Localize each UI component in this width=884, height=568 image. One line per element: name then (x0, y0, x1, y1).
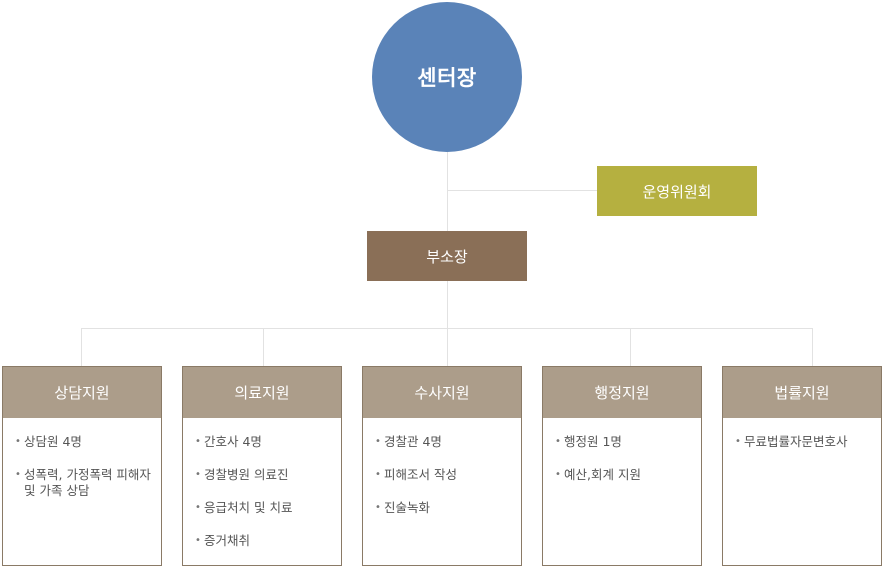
committee-node: 운영위원회 (597, 166, 757, 216)
department-item: 예산,회계 지원 (555, 467, 693, 483)
department-item: 경찰관 4명 (375, 434, 513, 450)
department-item: 피해조서 작성 (375, 467, 513, 483)
deputy-node: 부소장 (367, 231, 527, 281)
department-item: 경찰병원 의료진 (195, 467, 333, 483)
department-item: 무료법률자문변호사 (735, 434, 873, 450)
department-title: 의료지원 (183, 367, 341, 418)
department-items: 경찰관 4명 피해조서 작성 진술녹화 (363, 418, 521, 516)
connector-committee (447, 190, 597, 191)
department-counseling: 상담지원 상담원 4명 성폭력, 가정폭력 피해자 및 가족 상담 (2, 366, 162, 566)
department-items: 상담원 4명 성폭력, 가정폭력 피해자 및 가족 상담 (3, 418, 161, 499)
connector-drop-2 (263, 328, 264, 366)
department-title: 상담지원 (3, 367, 161, 418)
department-title: 법률지원 (723, 367, 881, 418)
department-administration: 행정지원 행정원 1명 예산,회계 지원 (542, 366, 702, 566)
department-investigation: 수사지원 경찰관 4명 피해조서 작성 진술녹화 (362, 366, 522, 566)
department-items: 행정원 1명 예산,회계 지원 (543, 418, 701, 483)
connector-deputy-departments (447, 281, 448, 329)
department-item: 간호사 4명 (195, 434, 333, 450)
department-item: 행정원 1명 (555, 434, 693, 450)
department-medical: 의료지원 간호사 4명 경찰병원 의료진 응급처치 및 치료 증거채취 (182, 366, 342, 566)
connector-drop-3 (447, 328, 448, 366)
department-item: 진술녹화 (375, 500, 513, 516)
department-legal: 법률지원 무료법률자문변호사 (722, 366, 882, 566)
connector-drop-5 (812, 328, 813, 366)
department-items: 무료법률자문변호사 (723, 418, 881, 450)
connector-drop-4 (630, 328, 631, 366)
connector-drop-1 (81, 328, 82, 366)
department-item: 증거채취 (195, 533, 333, 549)
department-title: 행정지원 (543, 367, 701, 418)
department-item: 상담원 4명 (15, 434, 153, 450)
connector-director-deputy (447, 152, 448, 231)
department-items: 간호사 4명 경찰병원 의료진 응급처치 및 치료 증거채취 (183, 418, 341, 549)
department-item: 응급처치 및 치료 (195, 500, 333, 516)
department-item: 성폭력, 가정폭력 피해자 및 가족 상담 (15, 467, 153, 499)
director-node: 센터장 (372, 2, 522, 152)
department-title: 수사지원 (363, 367, 521, 418)
